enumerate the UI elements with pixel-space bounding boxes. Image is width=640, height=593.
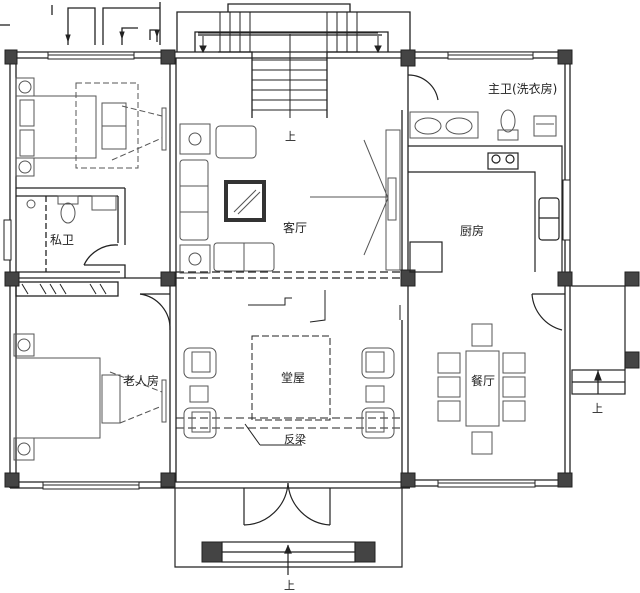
side-entry-up-label: 上: [592, 402, 603, 415]
room-label-living-room: 客厅: [283, 221, 308, 235]
room-label-main-hall: 堂屋: [281, 371, 306, 385]
room-label-elder-room: 老人房: [123, 374, 160, 388]
stairs-up-label: 上: [285, 130, 296, 143]
room-label-private-bath: 私卫: [50, 233, 75, 247]
room-label-dining-room: 餐厅: [471, 374, 496, 388]
beam-annotation: 反梁: [284, 433, 306, 446]
room-label-kitchen: 厨房: [460, 224, 485, 238]
entry-up-label: 上: [284, 579, 295, 592]
room-label-master-bath: 主卫(洗衣房): [488, 82, 558, 96]
